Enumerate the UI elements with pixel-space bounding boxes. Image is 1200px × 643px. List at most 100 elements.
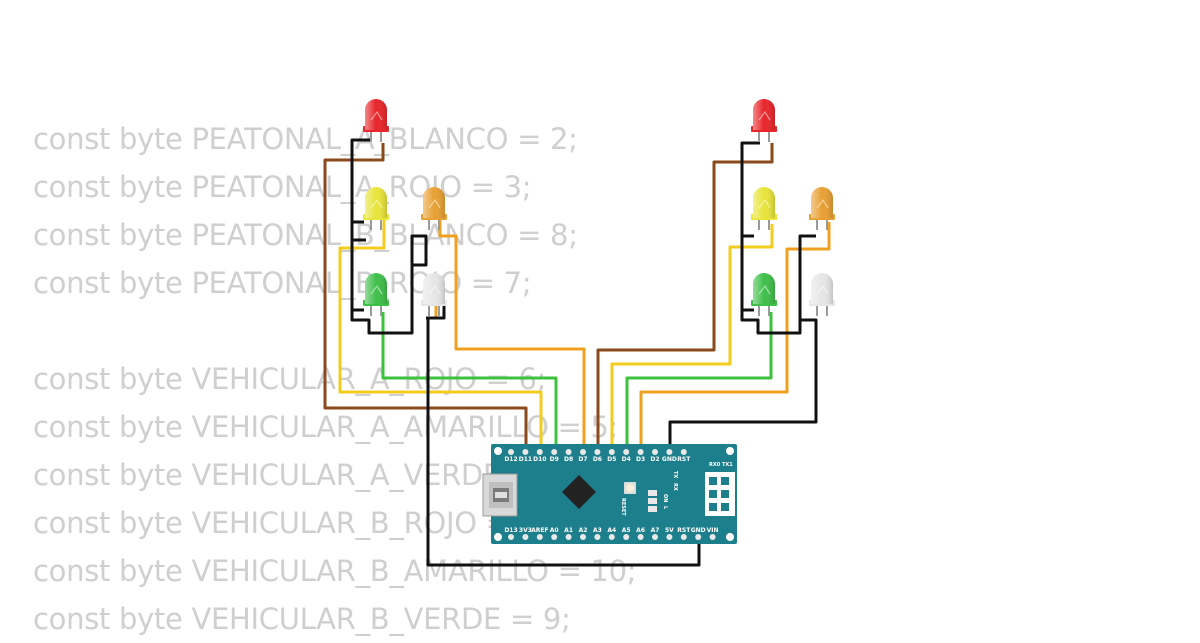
pin-label-bottom: A3 [593,527,602,534]
wire-left-red-anode [323,143,528,453]
pin-label-top: D4 [622,456,631,463]
pin-label-top: D9 [550,456,559,463]
pin-pad-top[interactable] [580,449,586,455]
wire-right-orange-anode [639,222,831,453]
pin-pad-top[interactable] [522,449,529,455]
rx-label: RX [672,483,678,491]
pin-label-bottom: 5V [665,527,674,534]
led-left-green[interactable] [363,273,389,316]
pin-label-serial: TX1 [722,462,733,468]
led-right-orange[interactable] [809,187,835,230]
pin-label-top: D3 [636,456,645,463]
pin-label-top: RST [677,456,691,463]
pin-pad-top[interactable] [666,449,673,455]
pin-pad-bottom[interactable] [522,534,529,540]
wire-right-yellow-anode [610,224,774,453]
pin-pad-bottom[interactable] [623,534,630,540]
pin-label-top: D12 [504,456,517,463]
usb-connector [482,473,518,517]
icsp-pin [721,503,729,511]
pin-label-top: D8 [564,456,573,463]
wire-right-green-anode [625,312,773,453]
pin-pad-bottom[interactable] [709,534,716,540]
code-line: const byte VEHICULAR_B_AMARILLO = 10; [33,554,637,588]
wire-right-red-anode [596,143,774,453]
pin-label-top: D7 [578,456,587,463]
pin-pad-top[interactable] [565,449,572,455]
icsp-header [705,472,735,516]
pin-label-top: GND [662,456,677,463]
code-line: const byte PEATONAL_A_ROJO = 3; [33,170,532,204]
pin-pad-bottom[interactable] [594,534,601,540]
pin-pad-top[interactable] [608,449,615,455]
pin-label-bottom: A5 [622,527,631,534]
pin-pad-top[interactable] [637,449,644,455]
leds [363,99,835,316]
board-pcb [491,444,737,544]
pin-label-bottom: A0 [550,527,559,534]
pin-label-bottom: A2 [579,527,588,534]
pin-label-bottom: RST [677,527,691,534]
pin-label-bottom: 3V3 [519,527,532,534]
pin-label-bottom: A4 [607,527,616,534]
pin-label-top: D5 [607,456,616,463]
pin-label-top: D6 [593,456,602,463]
led-left-white[interactable] [421,273,447,316]
code-line: const byte PEATONAL_B_ROJO = 7; [33,266,532,300]
pin-pad-bottom[interactable] [652,534,658,540]
pin-pad-bottom[interactable] [551,534,558,540]
pin-label-bottom: A7 [651,527,660,534]
pin-label-bottom: D13 [504,527,517,534]
pin-pad-top[interactable] [623,449,630,455]
pin-label-bottom: GND [691,527,706,534]
wire-left-yellow-anode [338,220,543,453]
pin-pad-bottom[interactable] [680,534,687,540]
pin-pad-bottom[interactable] [565,534,572,540]
pin-pad-top[interactable] [680,449,687,455]
on-label: ON [662,494,668,502]
led-left-yellow[interactable] [363,187,389,230]
pin-label-serial: RX0 [709,462,721,468]
wire-left-green-anode [381,312,558,453]
wire-left-ground [350,138,701,567]
pin-label-top: D11 [519,456,532,463]
reset-label: RESET [620,498,626,516]
led-right-green[interactable] [751,273,777,316]
pin-pad-top[interactable] [652,449,658,455]
tx-label: TX [672,471,678,478]
pin-pad-top[interactable] [508,449,514,455]
pin-pad-top[interactable] [551,449,558,455]
pin-pad-bottom[interactable] [637,534,644,540]
icsp-pin [709,490,717,498]
pin-pad-bottom[interactable] [508,534,514,540]
wires [323,138,831,567]
led-right-white[interactable] [809,273,835,316]
led-right-yellow[interactable] [751,187,777,230]
l-label: L [662,506,668,510]
led-left-red[interactable] [363,99,389,142]
pin-pad-bottom[interactable] [580,534,586,540]
pin-label-top: D2 [650,456,659,463]
code-line: const byte PEATONAL_A_BLANCO = 2; [33,122,578,156]
icsp-pin [721,490,729,498]
pin-pad-bottom[interactable] [536,534,543,540]
pin-label-bottom: VIN [707,527,719,534]
pin-label-bottom: A1 [564,527,573,534]
pin-pad-bottom[interactable] [695,534,702,540]
pin-pad-top[interactable] [594,449,601,455]
wire-left-orange-anode [438,220,586,453]
icsp-pin [721,477,729,485]
led-right-red[interactable] [751,99,777,142]
icsp-pin [709,503,717,511]
pin-pad-bottom[interactable] [608,534,615,540]
led-left-orange[interactable] [421,187,447,230]
pin-label-bottom: A6 [636,527,645,534]
icsp-pin [709,477,717,485]
wire-right-ground [668,141,818,453]
pin-pad-top[interactable] [536,449,543,455]
code-line: const byte VEHICULAR_A_AMARILLO = 5; [33,410,619,444]
pin-pad-bottom[interactable] [666,534,673,540]
pin-label-bottom: AREF [531,527,548,534]
